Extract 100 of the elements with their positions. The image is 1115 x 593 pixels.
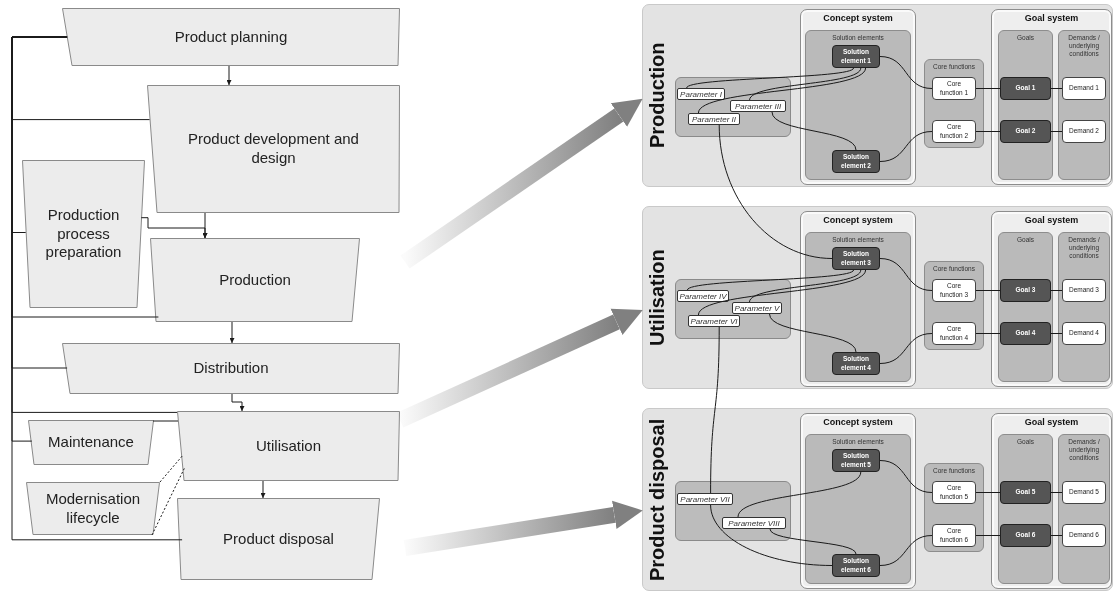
connector-line bbox=[1050, 290, 1063, 291]
system-panel bbox=[991, 211, 1112, 387]
connector-line bbox=[975, 492, 1001, 493]
connector-line bbox=[686, 67, 855, 89]
category-panel bbox=[998, 434, 1053, 584]
phase-box bbox=[26, 482, 160, 535]
panel-title: Production bbox=[646, 41, 669, 151]
function-box bbox=[932, 524, 976, 547]
category-panel bbox=[805, 232, 911, 382]
parameter-group bbox=[675, 481, 791, 541]
phase-label: Product planning bbox=[174, 27, 288, 47]
parameter-box bbox=[688, 113, 740, 125]
connector-line bbox=[975, 333, 1001, 334]
category-panel bbox=[805, 434, 911, 584]
connector-line bbox=[737, 471, 862, 518]
connector-line bbox=[879, 258, 933, 291]
system-title: Goal system bbox=[1023, 416, 1080, 427]
category-panel bbox=[1058, 434, 1110, 584]
parameter-label: Parameter VIII bbox=[728, 518, 780, 528]
element-box bbox=[832, 247, 880, 270]
system-panel bbox=[800, 413, 916, 589]
connector-line bbox=[975, 131, 1001, 132]
phase-label: Utilisation bbox=[256, 436, 321, 456]
arrow bbox=[226, 65, 232, 86]
phase-box bbox=[22, 160, 145, 308]
system-panel bbox=[991, 9, 1112, 185]
phase-label: Production bbox=[219, 270, 291, 290]
panel-title: Product disposal bbox=[646, 417, 669, 583]
category-panel bbox=[924, 59, 984, 148]
element-box bbox=[832, 352, 880, 375]
connector-line bbox=[975, 535, 1001, 536]
phase-box bbox=[150, 238, 360, 322]
connector-line bbox=[710, 504, 833, 566]
arrow bbox=[229, 321, 235, 344]
phase-panel bbox=[642, 4, 1113, 187]
connector-line bbox=[1050, 131, 1063, 132]
function-box bbox=[932, 322, 976, 345]
phase-label: Maintenance bbox=[48, 433, 134, 452]
connector-line bbox=[975, 88, 1001, 89]
panel-title: Utilisation bbox=[646, 248, 669, 348]
connector-line bbox=[879, 131, 933, 162]
phase-label: Product development and design bbox=[187, 130, 360, 168]
connector-line bbox=[710, 326, 720, 494]
function-box bbox=[1062, 322, 1106, 345]
phase-box bbox=[177, 498, 380, 580]
category-panel bbox=[998, 30, 1053, 180]
element-box bbox=[1000, 120, 1051, 143]
function-box bbox=[932, 279, 976, 302]
arrow bbox=[260, 480, 266, 499]
phase-label: Modernisation lifecycle bbox=[44, 489, 142, 528]
phase-box bbox=[147, 85, 400, 213]
parameter-label: Parameter V bbox=[734, 303, 780, 313]
connector-line bbox=[11, 36, 183, 541]
category-panel bbox=[1058, 30, 1110, 180]
connector-line bbox=[879, 460, 933, 493]
parameter-label: Parameter I bbox=[680, 89, 722, 99]
phase-box bbox=[28, 420, 154, 465]
connector-line bbox=[718, 124, 833, 259]
category-panel bbox=[998, 232, 1053, 382]
parameter-box bbox=[730, 100, 786, 112]
connector-line bbox=[1050, 535, 1063, 536]
function-box bbox=[932, 481, 976, 504]
function-box bbox=[1062, 77, 1106, 100]
phase-box bbox=[62, 343, 400, 394]
element-box bbox=[1000, 524, 1051, 547]
arrow bbox=[231, 393, 245, 412]
phase-box bbox=[177, 411, 400, 481]
function-box bbox=[932, 77, 976, 100]
element-box bbox=[1000, 322, 1051, 345]
phase-box bbox=[62, 8, 400, 66]
element-box bbox=[832, 45, 880, 68]
parameter-group bbox=[675, 279, 791, 339]
system-title: Goal system bbox=[1023, 214, 1080, 225]
function-box bbox=[1062, 120, 1106, 143]
element-box bbox=[832, 554, 880, 577]
system-panel bbox=[991, 413, 1112, 589]
system-title: Concept system bbox=[822, 214, 894, 225]
function-box bbox=[1062, 524, 1106, 547]
function-box bbox=[932, 120, 976, 143]
dashed-line bbox=[151, 466, 186, 536]
parameter-label: Parameter VII bbox=[680, 494, 730, 504]
system-panel bbox=[800, 9, 916, 185]
connector-line bbox=[769, 313, 857, 353]
connector-line bbox=[749, 269, 862, 303]
parameter-label: Parameter III bbox=[734, 101, 782, 111]
element-box bbox=[1000, 481, 1051, 504]
dashed-line bbox=[159, 454, 184, 483]
element-box bbox=[1000, 279, 1051, 302]
arrow bbox=[140, 217, 208, 239]
element-box bbox=[832, 150, 880, 173]
connector-line bbox=[697, 67, 867, 114]
parameter-box bbox=[722, 517, 786, 529]
phase-label: Distribution bbox=[193, 359, 269, 378]
phase-label: Product disposal bbox=[223, 529, 334, 549]
connector-line bbox=[1050, 333, 1063, 334]
element-box bbox=[832, 449, 880, 472]
parameter-label: Parameter II bbox=[692, 114, 736, 124]
category-panel bbox=[805, 30, 911, 180]
connector-line bbox=[152, 420, 179, 422]
connector-line bbox=[749, 67, 862, 101]
